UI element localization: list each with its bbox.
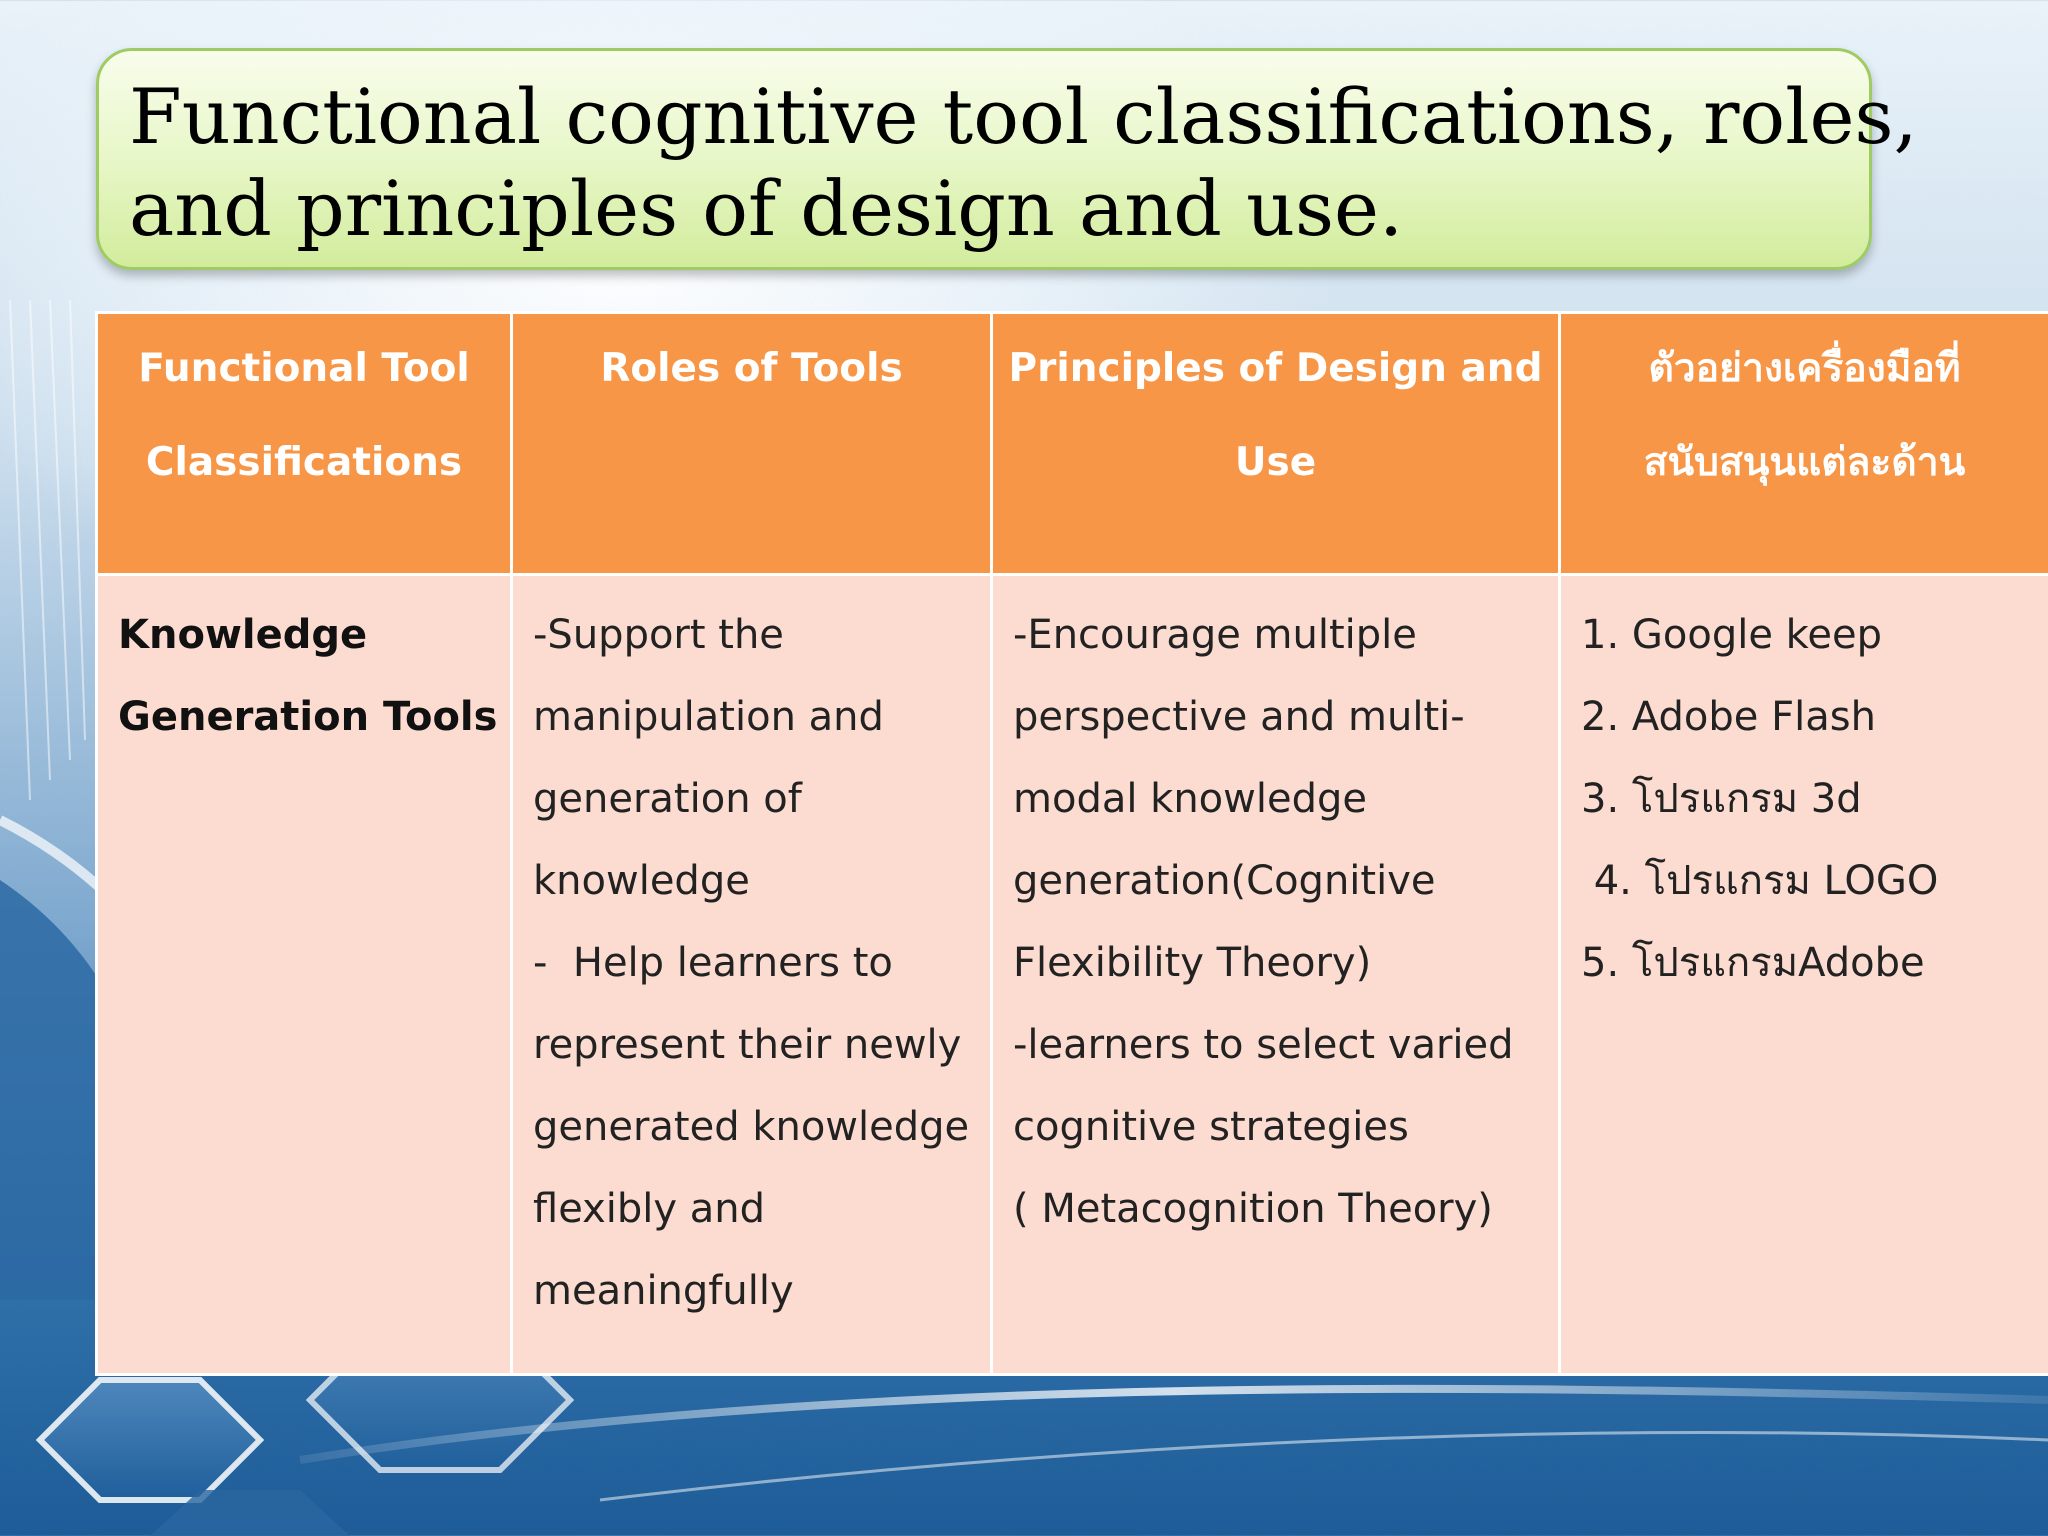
slide-title: Functional cognitive tool classification… xyxy=(129,71,1918,255)
cell-principles: -Encourage multiple perspective and mult… xyxy=(990,573,1561,1376)
cell-classification: Knowledge Generation Tools xyxy=(95,573,513,1376)
principles-line: perspective and multi- xyxy=(1013,694,1465,740)
example-item: 2. Adobe Flash xyxy=(1581,694,1876,740)
principles-line: -Encourage multiple xyxy=(1013,612,1417,658)
header-text: Use xyxy=(1234,440,1317,485)
header-examples: ตัวอย่างเครื่องมือที่ สนับสนุนแต่ละด้าน xyxy=(1558,311,2048,576)
roles-line: represent their newly xyxy=(533,1022,962,1068)
table-row: Knowledge Generation Tools -Support the … xyxy=(95,573,2048,1376)
slide-title-line-2: and principles of design and use. xyxy=(129,164,1404,253)
slide-title-line-1: Functional cognitive tool classification… xyxy=(129,72,1918,161)
roles-line: - Help learners to xyxy=(533,940,893,986)
header-roles: Roles of Tools xyxy=(510,311,993,576)
roles-line: meaningfully xyxy=(533,1268,794,1314)
header-text: Principles of Design and xyxy=(1008,346,1543,391)
tool-classification-table: Functional Tool Classifications Roles of… xyxy=(95,311,2048,1376)
principles-line: ( Metacognition Theory) xyxy=(1013,1186,1493,1232)
principles-line: modal knowledge xyxy=(1013,776,1367,822)
principles-line: -learners to select varied xyxy=(1013,1022,1514,1068)
slide-title-box: Functional cognitive tool classification… xyxy=(96,48,1918,270)
header-text: สนับสนุนแต่ละด้าน xyxy=(1643,440,1966,485)
roles-line: -Support the xyxy=(533,612,784,658)
principles-line: generation(Cognitive xyxy=(1013,858,1436,904)
header-text: Classifications xyxy=(145,440,463,485)
header-text: Functional Tool xyxy=(138,346,470,391)
example-item: 4. โปรแกรม LOGO xyxy=(1581,858,1939,904)
roles-line: flexibly and xyxy=(533,1186,766,1232)
example-item: 1. Google keep xyxy=(1581,612,1882,658)
principles-line: cognitive strategies xyxy=(1013,1104,1409,1150)
header-principles: Principles of Design and Use xyxy=(990,311,1561,576)
roles-line: generation of xyxy=(533,776,802,822)
header-text: Roles of Tools xyxy=(600,346,903,391)
roles-line: knowledge xyxy=(533,858,750,904)
classification-line: Knowledge xyxy=(118,612,368,658)
cell-examples: 1. Google keep 2. Adobe Flash 3. โปรแกรม… xyxy=(1558,573,2048,1376)
roles-line: generated knowledge xyxy=(533,1104,970,1150)
roles-line: manipulation and xyxy=(533,694,884,740)
table-header-row: Functional Tool Classifications Roles of… xyxy=(95,311,2048,576)
header-functional-tool: Functional Tool Classifications xyxy=(95,311,513,576)
principles-line: Flexibility Theory) xyxy=(1013,940,1372,986)
example-item: 5. โปรแกรมAdobe xyxy=(1581,940,1925,986)
cell-roles: -Support the manipulation and generation… xyxy=(510,573,993,1376)
example-item: 3. โปรแกรม 3d xyxy=(1581,776,1862,822)
classification-line: Generation Tools xyxy=(118,694,498,740)
header-text: ตัวอย่างเครื่องมือที่ xyxy=(1648,346,1961,391)
